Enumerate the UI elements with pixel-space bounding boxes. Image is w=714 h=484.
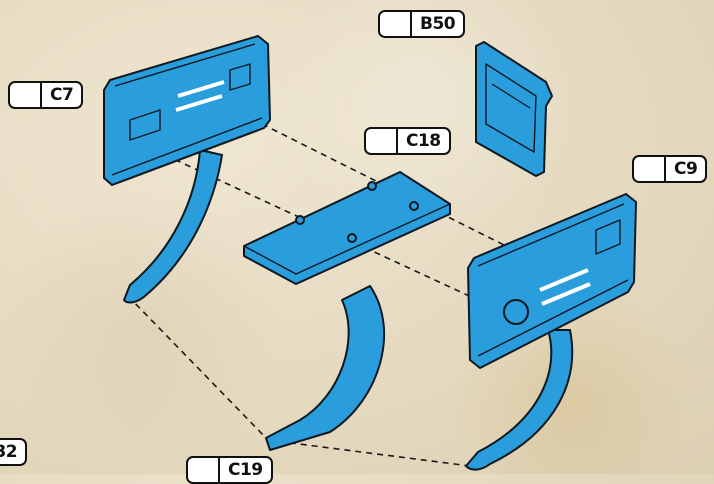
part-tag-c7: C7 — [8, 81, 84, 109]
part-tag-c9: C9 — [632, 155, 708, 183]
part-c9 — [465, 193, 637, 471]
part-label: B50 — [420, 14, 456, 34]
check-box — [634, 157, 666, 181]
check-box — [366, 129, 398, 153]
part-label: C18 — [406, 131, 441, 151]
part-tag-b32: B32 — [0, 438, 28, 466]
check-box — [188, 458, 220, 482]
part-label: C7 — [50, 85, 74, 105]
part-tag-c18: C18 — [364, 127, 451, 155]
part-c7 — [103, 35, 271, 304]
part-b50 — [475, 41, 553, 177]
exploded-assembly-diagram — [103, 35, 637, 471]
part-tag-c19: C19 — [186, 456, 273, 484]
check-box — [380, 12, 412, 36]
part-label: C9 — [674, 159, 698, 179]
part-label: B32 — [0, 442, 18, 462]
part-tag-b50: B50 — [378, 10, 466, 38]
part-label: C19 — [228, 460, 263, 480]
check-box — [10, 83, 42, 107]
part-c18 — [243, 171, 451, 285]
part-c19 — [265, 285, 385, 451]
